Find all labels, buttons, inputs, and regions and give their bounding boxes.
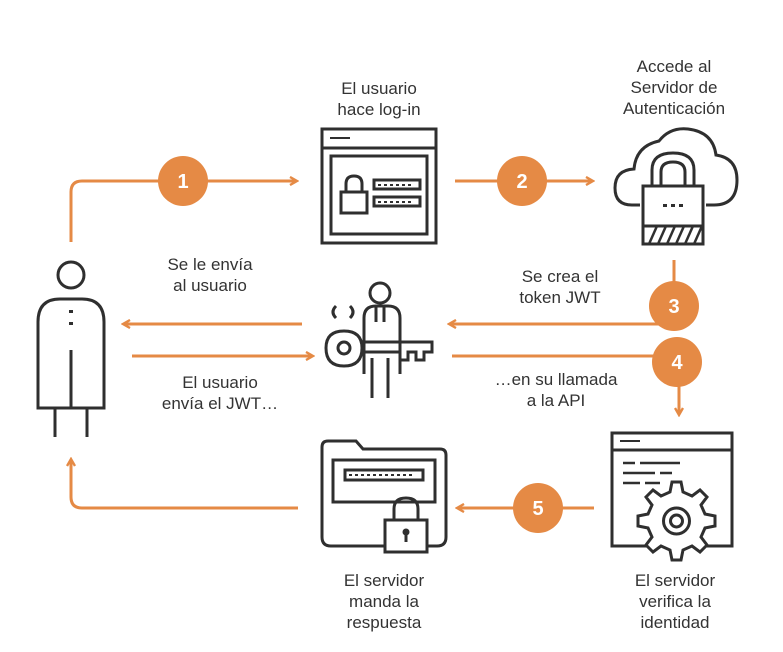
svg-text:3: 3: [668, 296, 679, 318]
svg-text:4: 4: [671, 352, 683, 374]
arrow-user-to-login: [69, 181, 296, 242]
svg-text:5: 5: [532, 498, 543, 520]
server-gear-icon: [610, 431, 734, 562]
step-badge-5: 5: [513, 483, 563, 533]
login-window-icon: [320, 127, 438, 245]
step-badge-4: 4: [652, 337, 702, 387]
svg-text:2: 2: [516, 171, 527, 193]
step-badge-2: 2: [497, 156, 547, 206]
step-badge-3: 3: [649, 281, 699, 331]
svg-text:1: 1: [177, 171, 188, 193]
folder-lock-icon: [320, 439, 448, 554]
arrow-folder-to-user: [71, 460, 298, 510]
step-badge-1: 1: [158, 156, 208, 206]
cloud-lock-icon: [613, 127, 739, 246]
user-icon: [36, 260, 106, 437]
person-key-icon: [324, 281, 434, 398]
